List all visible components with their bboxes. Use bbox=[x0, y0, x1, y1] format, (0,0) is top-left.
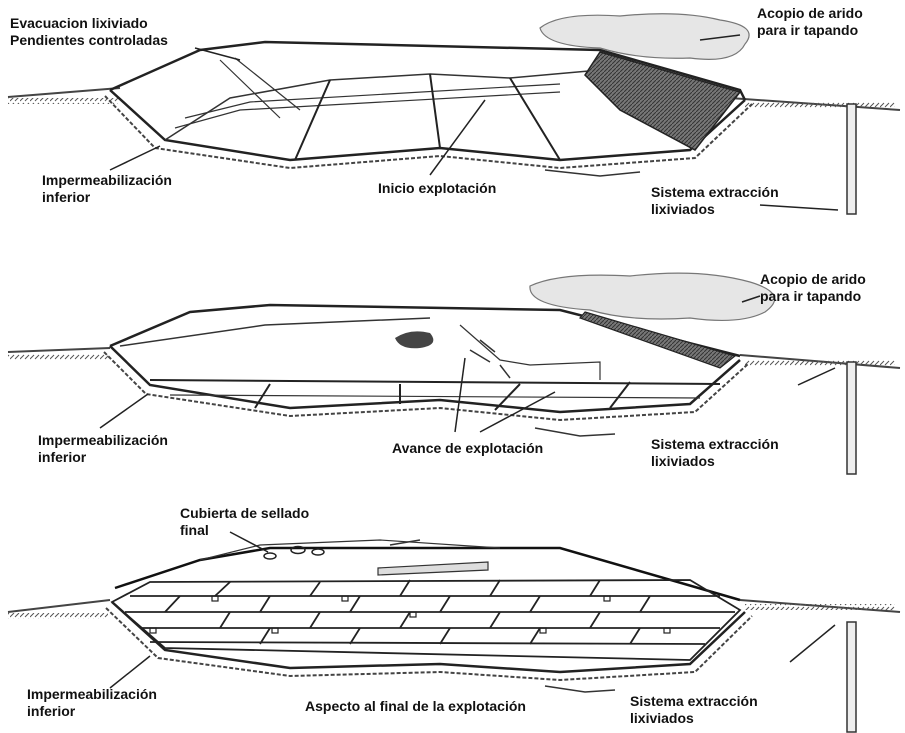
stage3-label-center: Aspecto al final de la explotación bbox=[305, 698, 526, 715]
stage3-label-extraction: Sistema extracción lixiviados bbox=[630, 693, 758, 727]
stage2-label-extraction: Sistema extracción lixiviados bbox=[651, 436, 779, 470]
stage2-label-liner: Impermeabilización inferior bbox=[38, 432, 168, 466]
stage2-label-center: Avance de explotación bbox=[392, 440, 543, 457]
stage1-label-center: Inicio explotación bbox=[378, 180, 496, 197]
stage3-label-cover: Cubierta de sellado final bbox=[180, 505, 309, 539]
stage1-label-extraction: Sistema extracción lixiviados bbox=[651, 184, 779, 218]
stage1-label-liner: Impermeabilización inferior bbox=[42, 172, 172, 206]
stage1-label-stockpile: Acopio de arido para ir tapando bbox=[757, 5, 863, 39]
stage2-label-stockpile: Acopio de arido para ir tapando bbox=[760, 271, 866, 305]
stage3-label-liner: Impermeabilización inferior bbox=[27, 686, 157, 720]
stage1-label-leachate-evacuation: Evacuacion lixiviado Pendientes controla… bbox=[10, 15, 168, 49]
